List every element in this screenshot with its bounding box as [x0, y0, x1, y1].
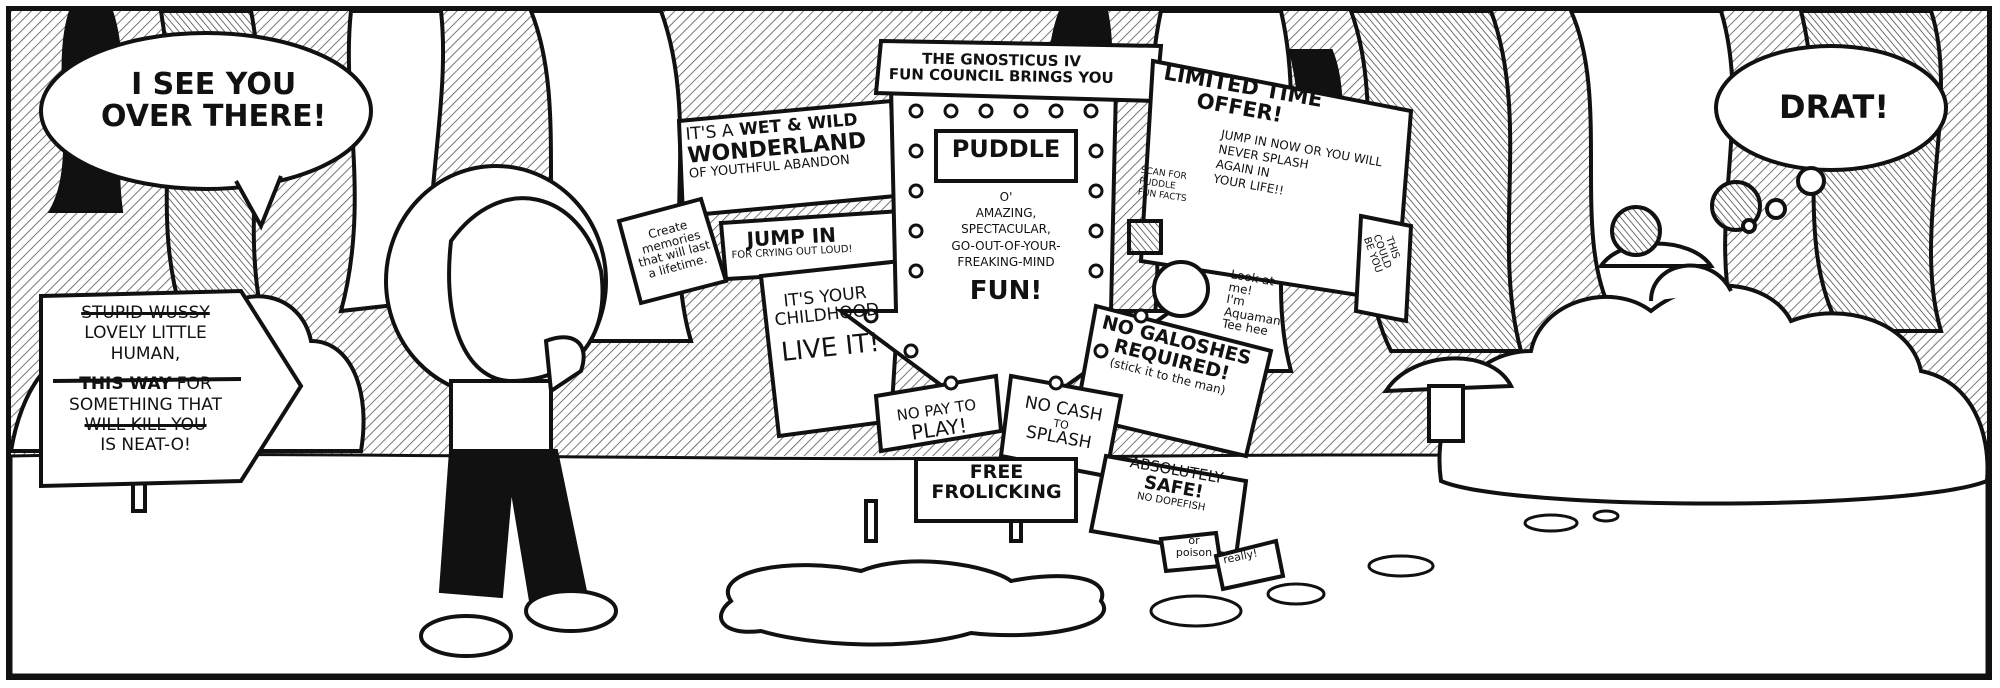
childhood-sign-text: IT'S YOUR CHILDHOOD LIVE IT! [769, 283, 886, 368]
left-arrow-sign [39, 288, 304, 513]
left-sign-line-3: HUMAN, [110, 343, 181, 364]
thought-bubble-right [1714, 44, 1948, 234]
speech-line-2: OVER THERE! [101, 98, 327, 134]
left-sign-line-2: LOVELY LITTLE [84, 323, 207, 344]
speech-line-1: I SEE YOU [131, 67, 297, 102]
poison-line-1: or [1188, 534, 1200, 547]
marquee-bulbs [863, 103, 1149, 391]
left-sign-neato: IS NEAT-O! [100, 435, 191, 456]
mushroom [1382, 356, 1515, 443]
left-sign-for: FOR [176, 374, 212, 395]
puddle-freaking: FREAKING-MIND [957, 254, 1055, 269]
left-sign-something: SOMETHING THAT [69, 394, 222, 415]
puddle-fun: FUN! [969, 275, 1043, 306]
puddle [719, 559, 1106, 647]
free-line-2: FROLICKING [931, 480, 1062, 503]
comic-artwork [11, 11, 1987, 675]
free-line-1: FREE [969, 461, 1024, 483]
kid-character [384, 164, 618, 658]
speech-bubble-left [39, 31, 373, 231]
poison-line-2: poison [1175, 545, 1213, 559]
speech-bubble-text: I SEE YOU OVER THERE! [101, 69, 326, 132]
comic-panel: I SEE YOU OVER THERE! DRAT! STUPID WUSSY… [6, 6, 1992, 680]
puddle-go-out: GO-OUT-OF-YOUR- [951, 238, 1061, 253]
puddle-o: O' [999, 190, 1013, 204]
thought-bubble-text: DRAT! [1779, 88, 1889, 126]
puddle-spectacular: SPECTACULAR, [961, 222, 1051, 237]
or-poison-text: or poison [1169, 535, 1219, 558]
left-sign-text: STUPID WUSSY LOVELY LITTLE HUMAN, THIS W… [53, 303, 238, 456]
left-sign-struck-2: WILL KILL YOU [84, 414, 207, 435]
left-sign-this-way: THIS WAY [79, 374, 172, 395]
center-signs [616, 38, 1414, 592]
left-sign-struck-1: STUPID WUSSY [81, 303, 210, 323]
council-header-text: THE GNOSTICUS IV FUN COUNCIL BRINGS YOU [889, 50, 1114, 87]
puddle-marquee-title: PUDDLE [951, 135, 1061, 163]
peeking-creature [1610, 180, 1762, 302]
jump-in-sign-text: JUMP IN FOR CRYING OUT LOUD! [730, 223, 853, 262]
puddle-amazing: AMAZING, [975, 206, 1037, 221]
aquaman-text: Look at me! I'm Aquaman! Tee hee [1221, 267, 1293, 341]
puddle-marquee-text: O' AMAZING, SPECTACULAR, GO-OUT-OF-YOUR-… [941, 189, 1071, 309]
small-puddles [1149, 509, 1620, 628]
scan-qr-text: SCAN FOR PUDDLE FUN FACTS [1137, 166, 1190, 205]
free-frolicking-text: FREE FROLICKING [919, 461, 1074, 503]
